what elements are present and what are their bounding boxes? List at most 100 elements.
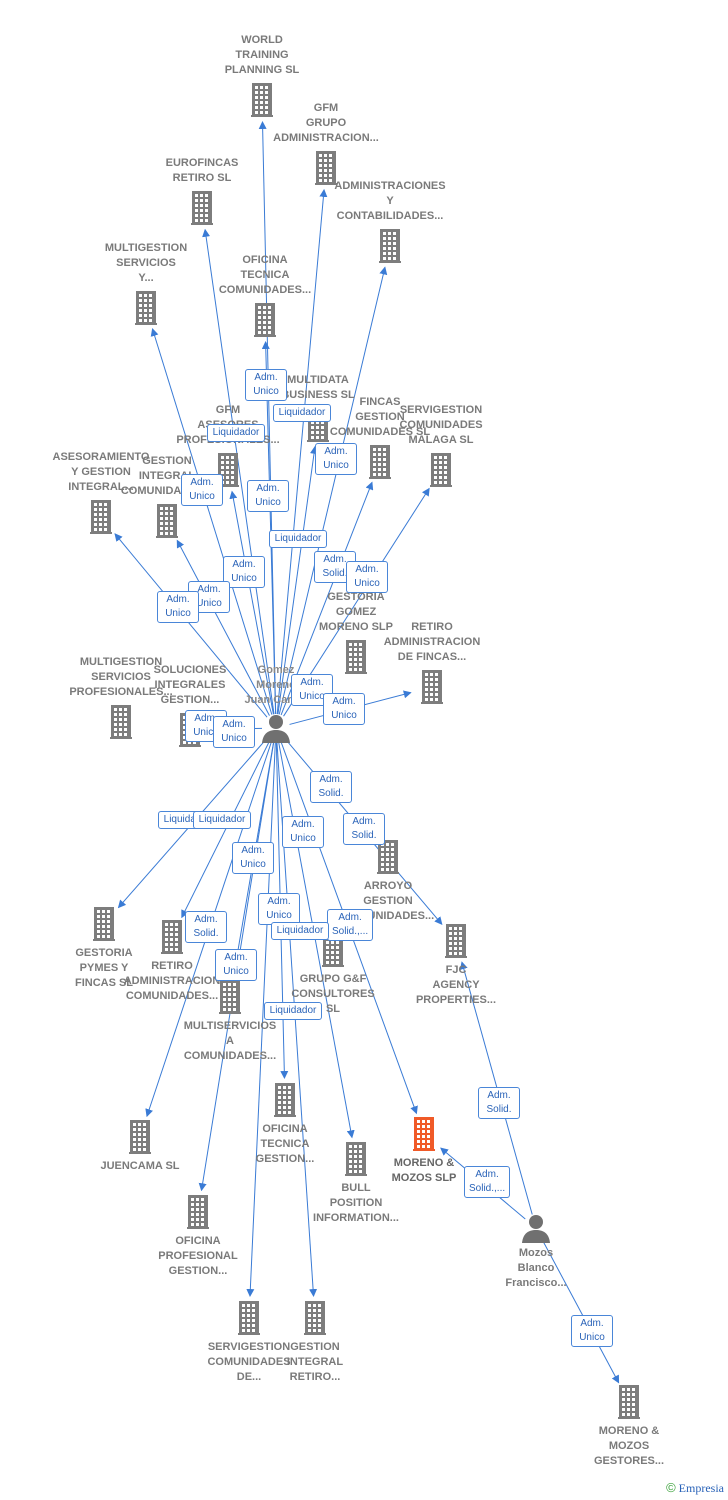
- edge-gomez-to-asesoramiento: [114, 533, 268, 718]
- building-icon[interactable]: [322, 933, 344, 972]
- person-icon[interactable]: [261, 713, 291, 748]
- role-badge[interactable]: Adm. Unico: [258, 893, 300, 925]
- role-badge[interactable]: Adm. Unico: [291, 674, 333, 706]
- building-icon[interactable]: [93, 907, 115, 946]
- building-icon[interactable]: [191, 191, 213, 230]
- node-label: OFICINA TECNICA GESTION...: [255, 1123, 315, 1165]
- role-badge[interactable]: Liquidador: [271, 922, 329, 940]
- role-badge[interactable]: Adm. Solid.: [310, 771, 352, 803]
- building-icon[interactable]: [187, 1195, 209, 1234]
- role-badge[interactable]: Adm. Unico: [346, 561, 388, 593]
- edge-gomez-to-servig_com: [246, 741, 276, 1298]
- node-label: SERVIGESTION COMUNIDADES MALAGA SL: [399, 404, 483, 446]
- role-badge[interactable]: Adm. Unico: [245, 369, 287, 401]
- building-icon[interactable]: [421, 670, 443, 709]
- role-badge[interactable]: Adm. Unico: [232, 842, 274, 874]
- building-icon[interactable]: [254, 303, 276, 342]
- role-badge[interactable]: Adm. Unico: [323, 693, 365, 725]
- building-icon[interactable]: [345, 640, 367, 679]
- node-label: GESTORIA GOMEZ MORENO SLP: [319, 591, 393, 633]
- edge-gomez-to-gfm_grupo: [276, 188, 328, 715]
- role-badge[interactable]: Adm. Unico: [247, 480, 289, 512]
- node-label: OFICINA TECNICA COMUNIDADES...: [218, 254, 312, 296]
- building-icon[interactable]: [156, 504, 178, 543]
- edge-gomez-to-multig_serv: [150, 328, 273, 715]
- node-label: RETIRO ADMINISTRACION DE FINCAS...: [383, 621, 481, 663]
- node-label: ADMINISTRACIONES Y CONTABILIDADES...: [334, 180, 446, 222]
- role-badge[interactable]: Adm. Unico: [282, 816, 324, 848]
- building-icon[interactable]: [90, 500, 112, 539]
- building-icon[interactable]: [135, 291, 157, 330]
- edge-gomez-to-gestion_integral_top: [176, 539, 270, 716]
- node-label: MULTISERVICIOS A COMUNIDADES...: [183, 1020, 277, 1062]
- role-badge[interactable]: Adm. Unico: [223, 556, 265, 588]
- edge-gomez-to-admin_cont: [278, 266, 388, 715]
- building-icon[interactable]: [129, 1120, 151, 1159]
- copyright-symbol: ©: [666, 1480, 676, 1495]
- node-label: OFICINA PROFESIONAL GESTION...: [158, 1235, 238, 1277]
- role-badge[interactable]: Adm. Solid.: [343, 813, 385, 845]
- building-icon[interactable]: [430, 453, 452, 492]
- building-icon[interactable]: [315, 151, 337, 190]
- role-badge[interactable]: Adm. Solid.: [185, 911, 227, 943]
- role-badge[interactable]: Liquidador: [264, 1002, 322, 1020]
- role-badge[interactable]: Liquidador: [207, 424, 265, 442]
- edge-gomez-to-oficina_tec_top: [261, 340, 277, 715]
- edge-gomez-to-world: [258, 120, 277, 715]
- node-label: FINCAS GESTION COMUNIDADES SL: [329, 396, 431, 438]
- node-label: Mozos Blanco Francisco...: [505, 1247, 567, 1289]
- edge-gomez-to-gfm_asesores: [229, 490, 274, 715]
- building-icon[interactable]: [217, 453, 239, 492]
- role-badge[interactable]: Adm. Unico: [157, 591, 199, 623]
- building-icon[interactable]: [274, 1083, 296, 1122]
- building-icon[interactable]: [618, 1385, 640, 1424]
- node-label: SOLUCIONES INTEGRALES GESTION...: [153, 664, 227, 706]
- building-icon[interactable]: [377, 840, 399, 879]
- node-label: BULL POSITION INFORMATION...: [313, 1182, 399, 1224]
- building-icon[interactable]: [238, 1301, 260, 1340]
- node-label: WORLD TRAINING PLANNING SL: [224, 34, 300, 76]
- node-label: FJC AGENCY PROPERTIES...: [415, 964, 497, 1006]
- role-badge[interactable]: Adm. Unico: [213, 716, 255, 748]
- person-icon[interactable]: [521, 1213, 551, 1248]
- building-icon[interactable]: [413, 1117, 435, 1156]
- role-badge[interactable]: Adm. Unico: [215, 949, 257, 981]
- node-label: MULTIDATA BUSINESS SL: [281, 374, 355, 401]
- role-badge[interactable]: Adm. Solid.: [478, 1087, 520, 1119]
- building-icon[interactable]: [219, 980, 241, 1019]
- building-icon[interactable]: [304, 1301, 326, 1340]
- node-label: GESTORIA PYMES Y FINCAS SL: [74, 947, 134, 989]
- node-label: EUROFINCAS RETIRO SL: [165, 157, 239, 184]
- building-icon[interactable]: [251, 83, 273, 122]
- role-badge[interactable]: Adm. Solid.,...: [327, 909, 374, 941]
- node-label: MORENO & MOZOS SLP: [391, 1157, 457, 1184]
- node-label: GRUPO G&F CONSULTORES SL: [291, 973, 375, 1015]
- node-label: ASESORAMIENTO Y GESTION INTEGRAL...: [52, 451, 150, 493]
- edge-gomez-to-multidata: [277, 445, 318, 715]
- role-badge[interactable]: Adm. Solid.,...: [464, 1166, 511, 1198]
- building-icon[interactable]: [369, 445, 391, 484]
- building-icon[interactable]: [161, 920, 183, 959]
- role-badge[interactable]: Adm. Unico: [181, 474, 223, 506]
- role-badge[interactable]: Liquidador: [269, 530, 327, 548]
- node-label: RETIRO ADMINISTRACION COMUNIDADES...: [123, 960, 221, 1002]
- building-icon[interactable]: [345, 1142, 367, 1181]
- footer-brand[interactable]: © Empresia: [666, 1480, 724, 1496]
- edge-gomez-to-eurofincas: [202, 228, 275, 715]
- role-badge[interactable]: Adm. Unico: [571, 1315, 613, 1347]
- node-label: SERVIGESTION COMUNIDADES DE...: [207, 1341, 291, 1383]
- role-badge[interactable]: Liquidador: [273, 404, 331, 422]
- node-label: GESTION INTEGRAL RETIRO...: [286, 1341, 344, 1383]
- role-badge[interactable]: Liquidador: [193, 811, 251, 829]
- node-label: JUENCAMA SL: [100, 1160, 180, 1172]
- edge-mozos_blanco-to-moreno_mozos_gest: [542, 1240, 620, 1384]
- building-icon[interactable]: [110, 705, 132, 744]
- role-badge[interactable]: Adm. Unico: [315, 443, 357, 475]
- node-label: MORENO & MOZOS GESTORES...: [593, 1425, 665, 1467]
- building-icon[interactable]: [379, 229, 401, 268]
- building-icon[interactable]: [445, 924, 467, 963]
- node-label: GFM GRUPO ADMINISTRACION...: [273, 102, 379, 144]
- node-label: MULTIGESTION SERVICIOS Y...: [104, 242, 188, 284]
